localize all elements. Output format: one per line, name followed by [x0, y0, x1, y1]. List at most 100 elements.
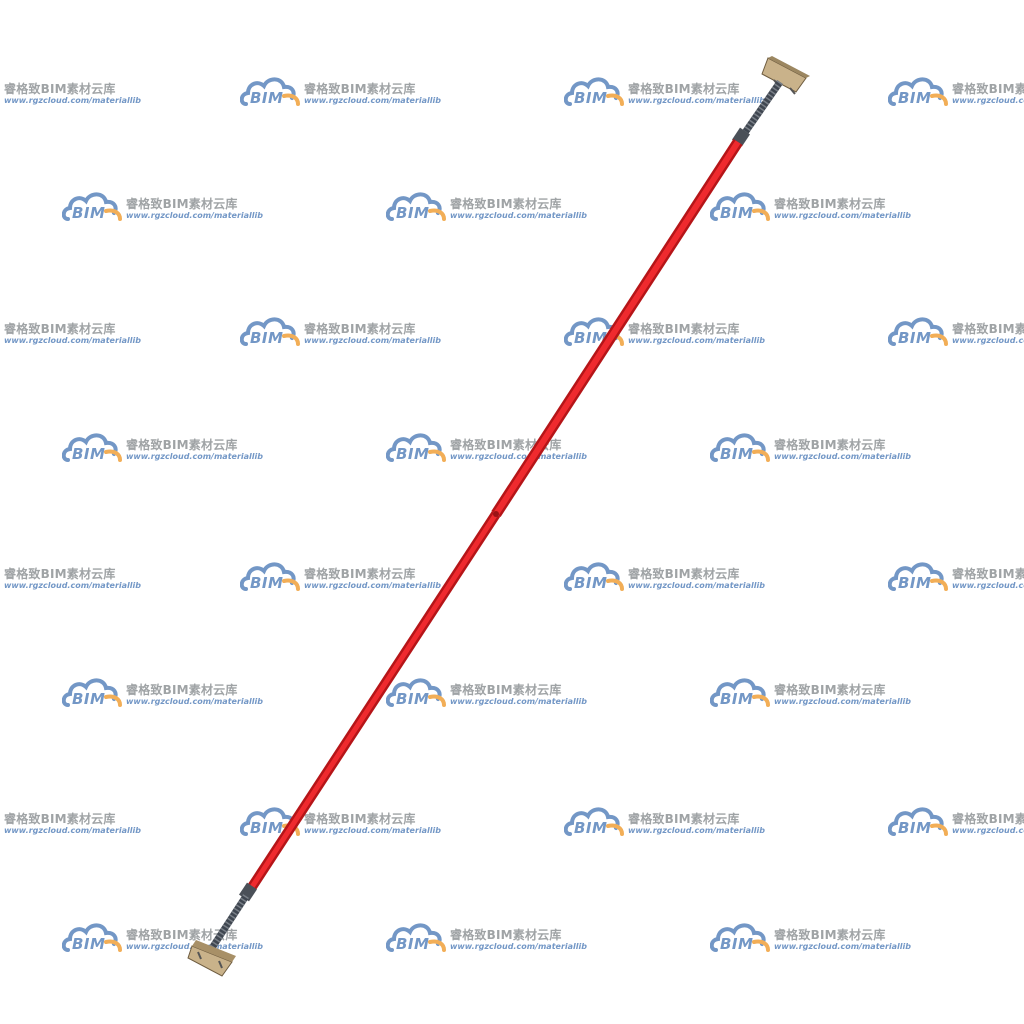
- watermark-title: 睿格致BIM素材云库: [952, 567, 1024, 581]
- bottom-screw-thread: [209, 894, 249, 950]
- watermark-title: 睿格致BIM素材云库: [304, 82, 416, 96]
- cloud-logo-icon: [710, 192, 770, 221]
- watermark-title: 睿格致BIM素材云库: [126, 438, 238, 452]
- watermark-logo-text: BIM: [720, 445, 754, 463]
- watermark-url: www.rgzcloud.com/materiallib: [952, 336, 1024, 345]
- cloud-logo-icon: [240, 77, 300, 106]
- watermark-title: 睿格致BIM素材云库: [4, 567, 116, 581]
- watermark-logo-text: BIM: [72, 935, 106, 953]
- watermark-logo-text: BIM: [720, 204, 754, 222]
- watermark-url: www.rgzcloud.com/materiallib: [774, 697, 911, 706]
- cloud-logo-icon: [386, 678, 446, 707]
- watermark-title: 睿格致BIM素材云库: [628, 812, 740, 826]
- watermark-logo-text: BIM: [720, 935, 754, 953]
- cloud-logo-icon: [888, 77, 948, 106]
- watermark-title: 睿格致BIM素材云库: [4, 82, 116, 96]
- watermark-logo-text: BIM: [72, 690, 106, 708]
- outer-tube: [491, 139, 743, 517]
- watermark-logo-text: BIM: [250, 89, 284, 107]
- watermark-url: www.rgzcloud.com/materiallib: [450, 452, 587, 461]
- watermark-url: www.rgzcloud.com/materiallib: [450, 211, 587, 220]
- watermark-url: www.rgzcloud.com/materiallib: [774, 211, 911, 220]
- watermark: BIM睿格致BIM素材云库www.rgzcloud.com/materialli…: [0, 314, 141, 354]
- watermark-title: 睿格致BIM素材云库: [628, 322, 740, 336]
- watermark-logo-text: BIM: [72, 445, 106, 463]
- watermark-logo-text: BIM: [574, 819, 608, 837]
- watermark-title: 睿格致BIM素材云库: [628, 82, 740, 96]
- watermark-url: www.rgzcloud.com/materiallib: [774, 452, 911, 461]
- watermark-title: 睿格致BIM素材云库: [304, 322, 416, 336]
- watermark-url: www.rgzcloud.com/materiallib: [628, 826, 765, 835]
- watermark-url: www.rgzcloud.com/materiallib: [952, 581, 1024, 590]
- cloud-logo-icon: [564, 77, 624, 106]
- watermark: BIM睿格致BIM素材云库www.rgzcloud.com/materialli…: [0, 74, 141, 114]
- watermark: BIM睿格致BIM素材云库www.rgzcloud.com/materialli…: [888, 314, 1024, 354]
- watermark-logo-text: BIM: [898, 89, 932, 107]
- watermark: BIM睿格致BIM素材云库www.rgzcloud.com/materialli…: [0, 559, 141, 599]
- watermark-title: 睿格致BIM素材云库: [628, 567, 740, 581]
- watermark-url: www.rgzcloud.com/materiallib: [774, 942, 911, 951]
- watermark-logo-text: BIM: [574, 574, 608, 592]
- cloud-logo-icon: [564, 562, 624, 591]
- watermark-logo-text: BIM: [574, 329, 608, 347]
- watermark-url: www.rgzcloud.com/materiallib: [4, 581, 141, 590]
- watermark-url: www.rgzcloud.com/materiallib: [628, 581, 765, 590]
- top-plate: [761, 56, 810, 95]
- watermark-logo-text: BIM: [72, 204, 106, 222]
- watermark: BIM 睿格致BIM素材云库www.rgzcloud.com/materialli…: [888, 74, 1024, 114]
- cloud-logo-icon: [386, 192, 446, 221]
- watermark-url: www.rgzcloud.com/materiallib: [952, 96, 1024, 105]
- cloud-logo-icon: [240, 562, 300, 591]
- cloud-logo-icon: [888, 317, 948, 346]
- cloud-logo-icon: [386, 923, 446, 952]
- cloud-logo-icon: [710, 923, 770, 952]
- watermark: BIM睿格致BIM素材云库www.rgzcloud.com/materialli…: [0, 804, 141, 844]
- watermark-title: 睿格致BIM素材云库: [952, 82, 1024, 96]
- watermark-url: www.rgzcloud.com/materiallib: [450, 942, 587, 951]
- watermark-logo-text: BIM: [396, 445, 430, 463]
- watermark-title: 睿格致BIM素材云库: [774, 438, 886, 452]
- watermark-url: www.rgzcloud.com/materiallib: [4, 826, 141, 835]
- watermark-title: 睿格致BIM素材云库: [4, 322, 116, 336]
- watermark-title: 睿格致BIM素材云库: [450, 683, 562, 697]
- watermark-logo-text: BIM: [898, 574, 932, 592]
- watermark-url: www.rgzcloud.com/materiallib: [304, 336, 441, 345]
- cloud-logo-icon: [62, 923, 122, 952]
- watermark-logo-text: BIM: [574, 89, 608, 107]
- cloud-logo-icon: [564, 807, 624, 836]
- cloud-logo-icon: [888, 807, 948, 836]
- watermark-logo-text: BIM: [250, 819, 284, 837]
- watermark: BIM睿格致BIM素材云库www.rgzcloud.com/materialli…: [888, 804, 1024, 844]
- cloud-logo-icon: [710, 433, 770, 462]
- cloud-logo-icon: [710, 678, 770, 707]
- watermark-url: www.rgzcloud.com/materiallib: [952, 826, 1024, 835]
- watermark-logo-text: BIM: [250, 329, 284, 347]
- watermark-title: 睿格致BIM素材云库: [4, 812, 116, 826]
- watermark-url: www.rgzcloud.com/materiallib: [304, 826, 441, 835]
- cloud-logo-icon: [240, 317, 300, 346]
- watermark-logo-text: BIM: [396, 690, 430, 708]
- cloud-logo-icon: [62, 192, 122, 221]
- watermark-url: www.rgzcloud.com/materiallib: [628, 96, 765, 105]
- watermark-title: 睿格致BIM素材云库: [304, 567, 416, 581]
- watermark-logo-text: BIM: [250, 574, 284, 592]
- watermark-title: 睿格致BIM素材云库: [126, 928, 238, 942]
- watermark-url: www.rgzcloud.com/materiallib: [126, 211, 263, 220]
- watermark-title: 睿格致BIM素材云库: [774, 928, 886, 942]
